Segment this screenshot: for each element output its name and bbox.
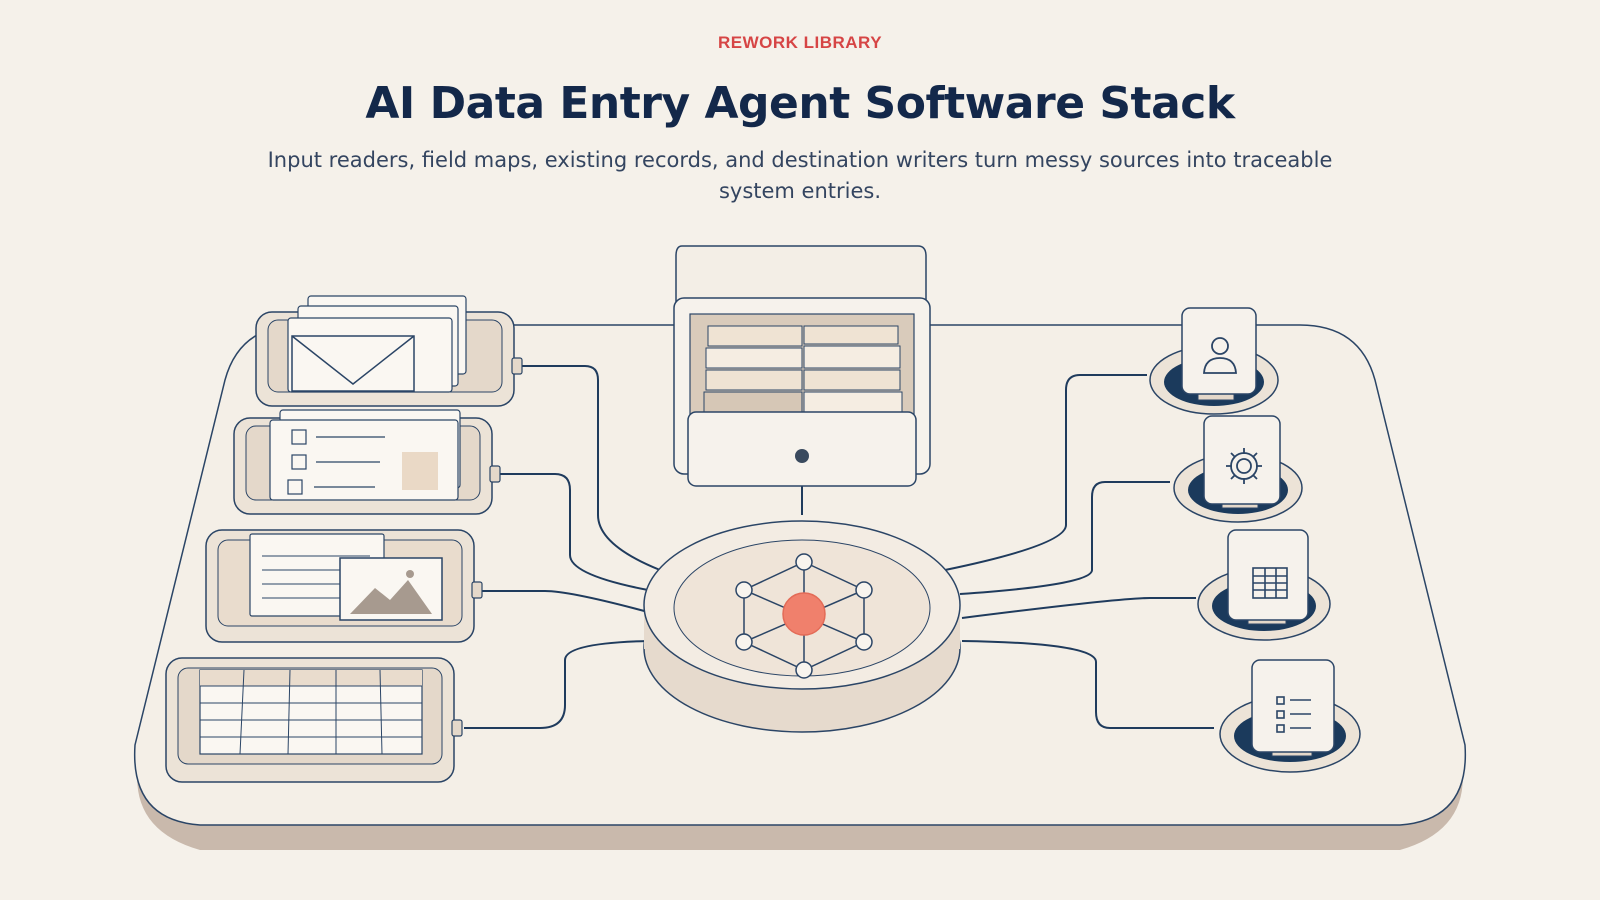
page-subtitle: Input readers, field maps, existing reco… bbox=[267, 148, 1333, 203]
file-drawer-icon bbox=[673, 245, 931, 487]
output-node-list bbox=[1219, 659, 1361, 773]
gear-icon bbox=[1226, 448, 1262, 484]
output-node-user bbox=[1149, 307, 1279, 415]
eyebrow-label: REWORK LIBRARY bbox=[717, 33, 883, 52]
list-icon bbox=[1276, 696, 1311, 733]
table-icon bbox=[1252, 567, 1288, 599]
document-image-icon bbox=[339, 557, 443, 621]
output-node-settings bbox=[1173, 415, 1303, 523]
input-tray-document bbox=[205, 529, 483, 643]
input-tray-envelope bbox=[255, 295, 523, 407]
envelope-icon bbox=[291, 335, 415, 392]
network-hub-icon bbox=[735, 553, 873, 679]
output-node-table bbox=[1197, 529, 1331, 641]
spreadsheet-icon bbox=[199, 669, 423, 755]
connector-lines bbox=[464, 365, 1214, 729]
input-tray-spreadsheet bbox=[165, 657, 463, 783]
page-title: AI Data Entry Agent Software Stack bbox=[365, 78, 1235, 129]
form-checklist-icon bbox=[287, 429, 438, 495]
document-lines-icon bbox=[262, 555, 370, 599]
user-icon bbox=[1203, 337, 1237, 374]
input-tray-form bbox=[233, 409, 501, 515]
records-cabinet bbox=[673, 245, 931, 487]
agent-hub bbox=[643, 520, 961, 733]
